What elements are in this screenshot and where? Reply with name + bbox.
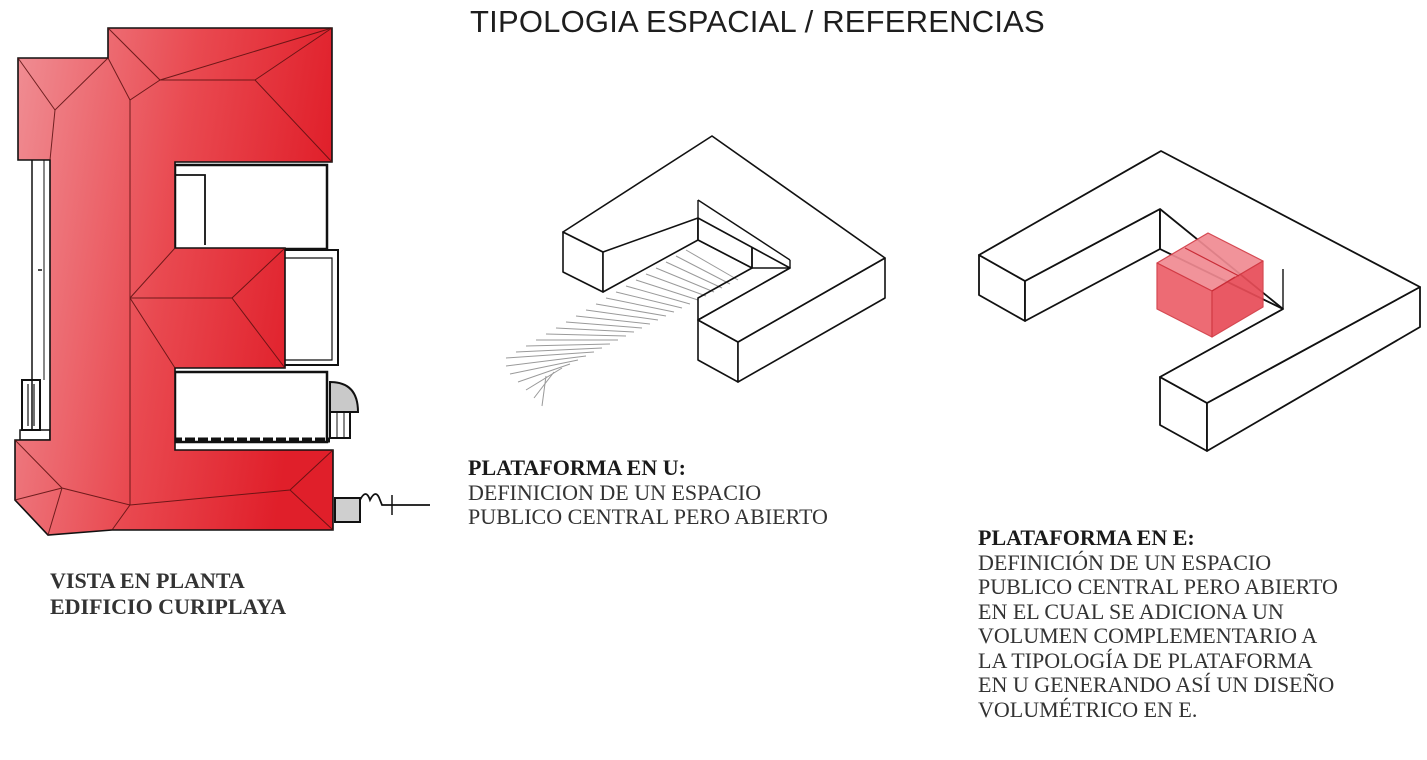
e-platform-heading: PLATAFORMA EN E: bbox=[978, 525, 1195, 550]
complementary-cube bbox=[1156, 232, 1264, 338]
e-u-volume bbox=[978, 150, 1421, 452]
e-platform-line-5: LA TIPOLOGÍA DE PLATAFORMA bbox=[978, 647, 1313, 673]
e-platform-line-1: DEFINICIÓN DE UN ESPACIO bbox=[978, 549, 1272, 575]
u-volume-inner-edges bbox=[697, 199, 791, 321]
e-platform-line-7: VOLUMÉTRICO EN E. bbox=[978, 696, 1198, 722]
roof-shape bbox=[14, 27, 334, 536]
plan-caption-line-2: EDIFICIO CURIPLAYA bbox=[50, 594, 287, 619]
u-platform-line-1: DEFINICION DE UN ESPACIO bbox=[468, 479, 762, 505]
e-platform-line-6: EN U GENERANDO ASÍ UN DISEÑO bbox=[978, 672, 1335, 697]
e-platform-line-3: EN EL CUAL SE ADICIONA UN bbox=[978, 598, 1284, 624]
plan-caption-line-1: VISTA EN PLANTA bbox=[50, 568, 245, 593]
open-space-hatch bbox=[505, 249, 739, 407]
stair-detail bbox=[329, 380, 430, 523]
u-platform-heading: PLATAFORMA EN U: bbox=[468, 455, 686, 480]
page-title: TIPOLOGIA ESPACIAL / REFERENCIAS bbox=[470, 4, 1045, 39]
u-volume bbox=[562, 135, 886, 383]
plan-caption: VISTA EN PLANTA EDIFICIO CURIPLAYA bbox=[50, 568, 286, 620]
roof-ridge-lines bbox=[14, 27, 334, 536]
e-platform-line-2: PUBLICO CENTRAL PERO ABIERTO bbox=[978, 574, 1338, 599]
u-platform-line-2: PUBLICO CENTRAL PERO ABIERTO bbox=[468, 504, 828, 529]
plan-view-drawing bbox=[14, 27, 430, 536]
e-platform-line-4: VOLUMEN COMPLEMENTARIO A bbox=[978, 623, 1318, 648]
u-platform-drawing bbox=[505, 135, 886, 407]
e-platform-caption: PLATAFORMA EN E: DEFINICIÓN DE UN ESPACI… bbox=[978, 525, 1338, 722]
u-platform-caption: PLATAFORMA EN U: DEFINICION DE UN ESPACI… bbox=[468, 455, 828, 530]
e-platform-drawing bbox=[978, 150, 1421, 452]
